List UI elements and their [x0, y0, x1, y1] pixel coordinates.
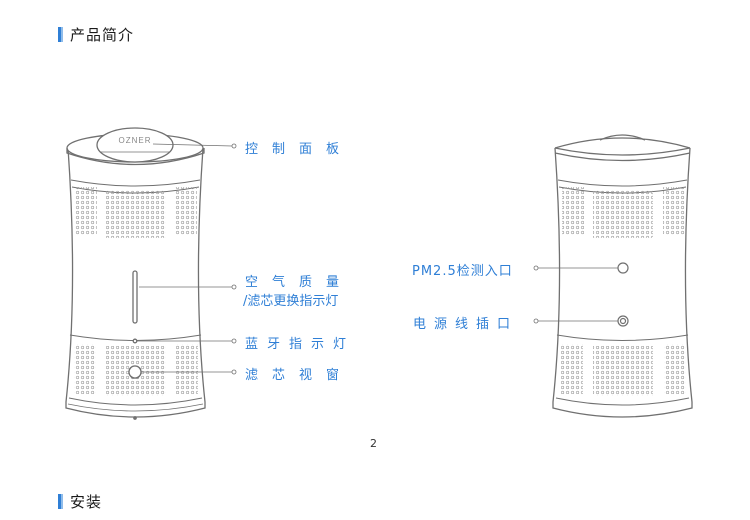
label-power-port: 电源线插口 [413, 317, 519, 332]
page-number: 2 [370, 437, 377, 450]
section-header-intro: 产品简介 [58, 24, 134, 45]
label-pm25-port: PM2.5检测入口 [412, 264, 513, 279]
back-callout-lines [533, 265, 618, 324]
label-bluetooth-led: 蓝牙指示灯 [245, 337, 356, 352]
section-title-intro: 产品简介 [70, 26, 135, 44]
back-ports [617, 262, 629, 327]
label-air-quality: 空气质量 [245, 275, 354, 290]
back-view-device [552, 134, 693, 418]
section-marker [58, 494, 61, 509]
back-perforation-grilles [561, 187, 686, 396]
device-logo: OZNER [119, 136, 152, 145]
section-title-install: 安装 [70, 493, 103, 511]
label-filter-window: 滤芯视窗 [245, 368, 354, 383]
label-filter-indicator: /滤芯更换指示灯 [243, 294, 339, 309]
section-header-install: 安装 [58, 491, 102, 512]
section-marker [58, 27, 61, 42]
front-callout-lines [137, 143, 237, 375]
label-control-panel: 控制面板 [245, 142, 354, 157]
